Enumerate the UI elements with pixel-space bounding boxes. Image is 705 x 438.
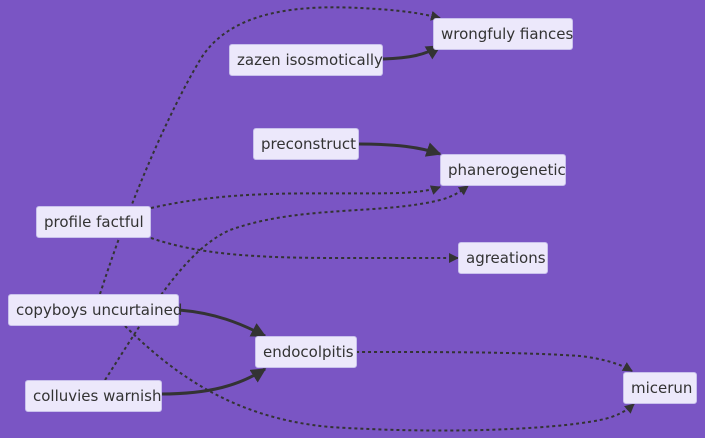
node-label: profile factful <box>44 213 144 231</box>
node-label: colluvies warnish <box>33 387 162 405</box>
node-phanerogenetic[interactable]: phanerogenetic <box>440 154 566 186</box>
edge-endocolpitis-to-micerun <box>355 351 633 372</box>
node-label: phanerogenetic <box>448 161 566 179</box>
node-label: preconstruct <box>261 135 357 153</box>
edge-profile-to-agreations <box>150 237 459 263</box>
node-label: agreations <box>466 249 546 267</box>
edge-profile-to-phanerogenetic <box>150 185 441 209</box>
node-copyboys-uncurtained[interactable]: copyboys uncurtained <box>8 294 183 326</box>
edge-copyboys-to-micerun <box>124 325 635 432</box>
edge-preconstruct-to-phanerogenetic <box>358 142 442 157</box>
node-label: copyboys uncurtained <box>16 301 183 319</box>
node-wrongfuly-fiances[interactable]: wrongfuly fiances <box>433 18 573 50</box>
node-label: wrongfuly fiances <box>441 25 574 43</box>
node-label: endocolpitis <box>263 343 354 361</box>
node-profile-factful[interactable]: profile factful <box>36 206 151 238</box>
edge-zazen-to-wrongfuly <box>382 44 442 61</box>
edge-copyboys-to-wrongfuly <box>99 6 441 295</box>
node-endocolpitis[interactable]: endocolpitis <box>255 336 357 368</box>
node-label: zazen isosmotically <box>237 51 383 69</box>
node-micerun[interactable]: micerun <box>623 372 697 404</box>
edge-copyboys-to-endocolpitis <box>178 308 267 338</box>
node-preconstruct[interactable]: preconstruct <box>253 128 359 160</box>
node-agreations[interactable]: agreations <box>458 242 548 274</box>
node-colluvies-warnish[interactable]: colluvies warnish <box>25 380 162 412</box>
node-label: micerun <box>631 379 693 397</box>
node-zazen-isosmotically[interactable]: zazen isosmotically <box>229 44 383 76</box>
edge-colluvies-to-endocolpitis <box>160 367 267 396</box>
